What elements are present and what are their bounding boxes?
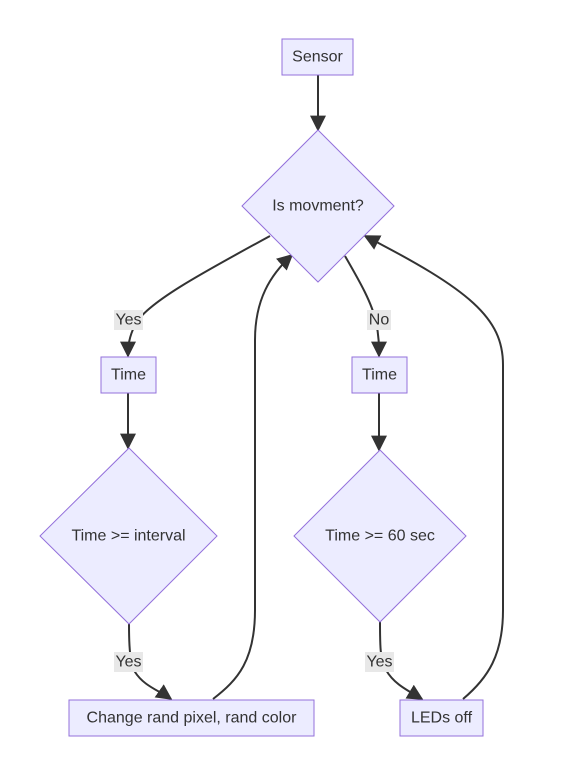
node-time-left-label: Time [111,367,146,384]
node-interval-decision: Time >= interval [39,447,218,625]
edge-movement-yes-to-time-left [120,235,271,358]
edge-leds-back-to-movement [363,235,504,700]
node-sensor-label: Sensor [292,49,343,66]
node-sensor: Sensor [281,38,354,76]
edge-labels: Yes No Yes Yes [114,310,394,672]
node-change-pixel: Change rand pixel, rand color [68,699,315,737]
node-sixty-decision: Time >= 60 sec [293,449,467,623]
nodes: Sensor Is movment? Time Time Time >= int… [39,38,484,737]
edge-label-movement-no-text: No [369,312,390,329]
edge-label-movement-no: No [367,310,391,330]
node-sixty-decision-label: Time >= 60 sec [325,528,435,545]
edge-label-movement-yes: Yes [114,310,143,330]
edge-label-interval-yes-text: Yes [115,654,141,671]
edge-label-sixty-yes: Yes [365,652,394,672]
edge-movement-no-to-time-right [344,255,387,358]
node-time-left: Time [100,356,157,394]
node-time-right-label: Time [362,367,397,384]
edge-label-movement-yes-text: Yes [115,312,141,329]
node-change-pixel-label: Change rand pixel, rand color [87,710,298,727]
node-leds-off-label: LEDs off [411,710,473,727]
edge-label-sixty-yes-text: Yes [366,654,392,671]
node-movement-decision: Is movment? [241,129,395,283]
node-leds-off: LEDs off [399,699,484,737]
node-interval-decision-label: Time >= interval [71,528,185,545]
node-time-right: Time [351,356,408,394]
node-movement-decision-label: Is movment? [272,198,364,215]
edge-label-interval-yes: Yes [114,652,143,672]
edge-change-back-to-movement [212,253,294,700]
